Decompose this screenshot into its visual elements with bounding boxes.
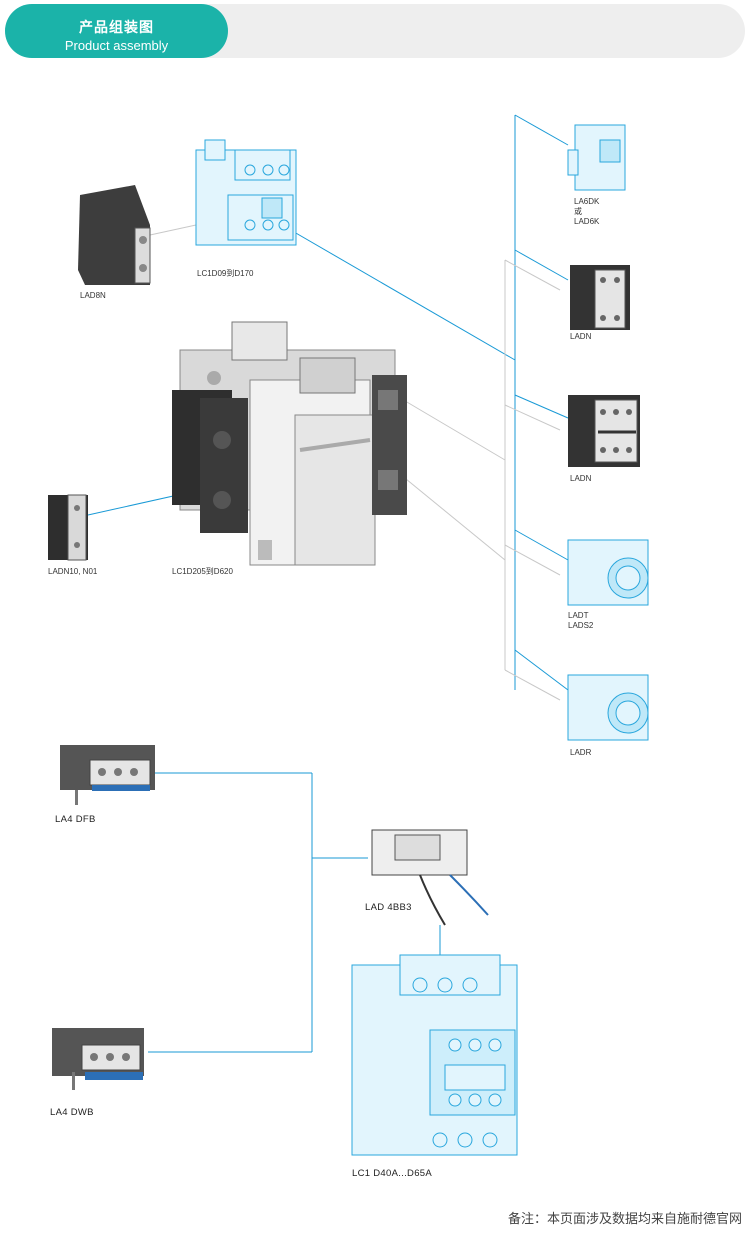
ladt-timer-image	[567, 539, 649, 606]
lad4bb3-module-image	[371, 829, 489, 926]
connector-lines-grey	[149, 224, 561, 701]
label-lad6k: LAD6K	[574, 217, 600, 226]
label-la4dfb: LA4 DFB	[55, 814, 96, 825]
footer-note: 备注：本页面涉及数据均来自施耐德官网	[507, 1212, 742, 1227]
label-or: 或	[574, 206, 582, 216]
label-lads2: LADS2	[568, 621, 594, 630]
label-lad4bb3: LAD 4BB3	[365, 902, 412, 913]
label-ladr: LADR	[570, 748, 592, 757]
label-ladt: LADT	[568, 611, 589, 620]
lc1d09-contactor-image	[195, 139, 297, 246]
la4dfb-module-image	[60, 745, 155, 805]
label-lc1d40a: LC1 D40A...D65A	[352, 1168, 432, 1179]
connector-lines-bottom	[148, 772, 441, 1053]
header-title-en: Product assembly	[64, 38, 169, 53]
label-ladn-1: LADN	[570, 332, 592, 341]
label-ladn10: LADN10, N01	[48, 567, 98, 576]
lc1d205-contactor-image	[172, 321, 407, 566]
ladn10-block-image	[48, 494, 88, 561]
la4dwb-module-image	[52, 1028, 144, 1090]
la6dk-block-image	[567, 124, 626, 191]
label-la4dwb: LA4 DWB	[50, 1107, 94, 1118]
label-lad8n: LAD8N	[80, 291, 106, 300]
label-ladn-2: LADN	[570, 474, 592, 483]
ladn-block-image-2	[568, 395, 640, 467]
label-lc1d205: LC1D205到D620	[172, 567, 233, 576]
ladr-timer-image	[567, 674, 649, 741]
ladn-block-image-1	[570, 265, 630, 330]
label-la6dk: LA6DK	[574, 197, 600, 206]
connector-lines-top	[87, 114, 569, 691]
lc1d40a-contactor-image	[351, 954, 518, 1156]
lad8n-block-image	[78, 185, 151, 285]
header-title-zh: 产品组装图	[79, 20, 154, 36]
label-lc1d09: LC1D09到D170	[197, 269, 254, 278]
header-title-pill: 产品组装图 Product assembly	[5, 4, 228, 58]
